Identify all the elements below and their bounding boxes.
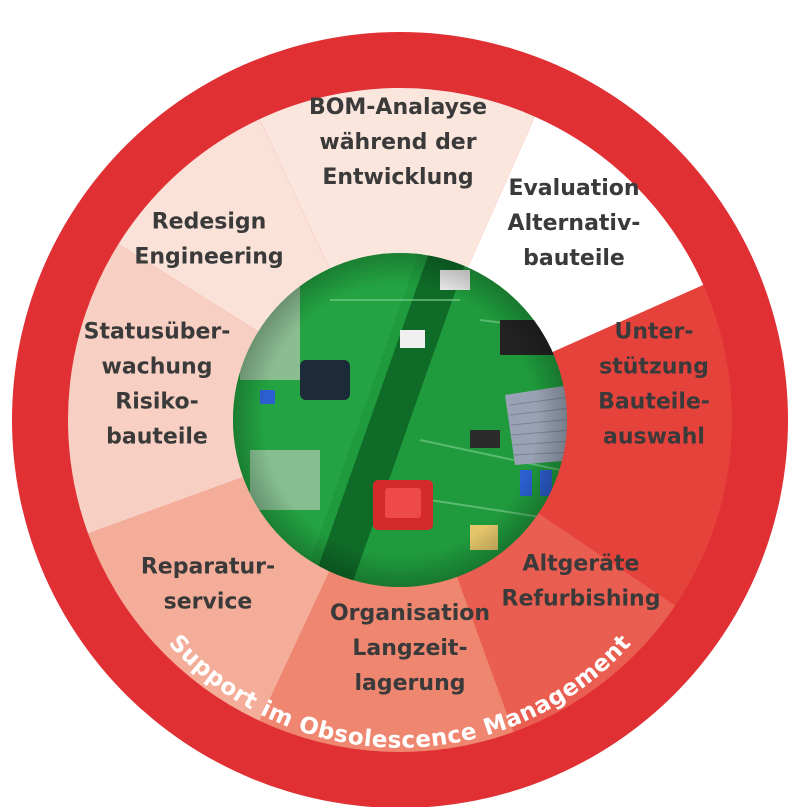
- segment-label-line: Reparatur-: [141, 555, 275, 580]
- segment-label-line: Entwicklung: [322, 165, 473, 190]
- segment-eval: [467, 116, 704, 353]
- segment-label-line: wachung: [102, 355, 213, 380]
- segment-label-line: Unter-: [615, 320, 694, 345]
- segment-label-line: Organisation: [330, 601, 490, 626]
- circuit-board-photo: [233, 253, 567, 587]
- segment-label-line: stützung: [599, 355, 709, 380]
- segment-label-line: Evaluation: [508, 176, 639, 201]
- segment-label-line: Langzeit-: [352, 636, 467, 661]
- segment-label-line: Risiko-: [115, 390, 198, 415]
- segment-org: [259, 570, 514, 752]
- segment-label-line: Statusüber-: [84, 320, 231, 345]
- segment-label-line: BOM-Analayse: [309, 95, 487, 120]
- segment-label-line: Refurbishing: [502, 587, 661, 612]
- segment-label-line: Alternativ-: [508, 211, 641, 236]
- segment-redesign: [118, 119, 330, 333]
- segment-label-line: Redesign: [152, 210, 267, 235]
- segment-label-line: Bauteile-: [598, 390, 710, 415]
- segment-bom: [259, 87, 536, 270]
- segment-unter: [537, 284, 733, 606]
- segment-label-line: auswahl: [603, 425, 705, 450]
- segment-label-line: Altgeräte: [523, 552, 640, 577]
- segment-alt: [456, 512, 676, 732]
- segment-label-line: service: [164, 590, 253, 615]
- segment-label-line: bauteile: [106, 425, 208, 450]
- segment-rep: [88, 476, 330, 721]
- segment-status: [68, 244, 260, 534]
- segment-label-line: lagerung: [355, 671, 466, 696]
- segment-label-line: während der: [319, 130, 476, 155]
- segment-label-line: bauteile: [523, 246, 625, 271]
- segments-group: [68, 87, 733, 752]
- segment-label-rep: Reparatur-service: [141, 555, 275, 615]
- segment-label-line: Engineering: [134, 245, 283, 270]
